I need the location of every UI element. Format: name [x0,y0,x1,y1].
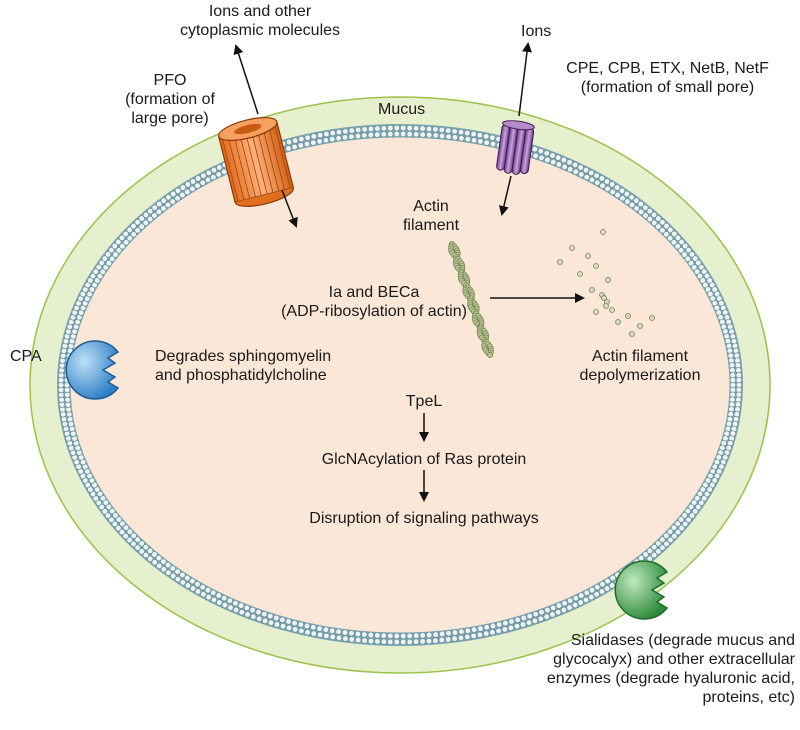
cpa-enzyme-icon [65,340,120,400]
actin-filament [448,241,494,358]
arrow-smallpore-out [518,42,532,117]
pfo-large-pore [217,117,295,207]
actin-monomers [557,229,655,337]
mucus-label: Mucus [378,101,426,118]
arrow-pfo-in [281,189,298,228]
small-pore [496,120,535,175]
ions-label: Ions [521,23,552,40]
sialidase-enzyme-icon [614,560,669,620]
ia-beca-label: Ia and BECa(ADP-ribosylation of actin) [281,284,467,320]
tpel-label: TpeL [405,393,443,410]
arrow-smallpore-in [498,175,512,216]
cpa-label: CPA [10,348,42,365]
arrow-pfo-out [233,44,259,115]
small-pore-toxins-label: CPE, CPB, ETX, NetB, NetF(formation of s… [566,60,769,96]
disruption-label: Disruption of signaling pathways [309,510,539,527]
glcnacylation-label: GlcNAcylation of Ras protein [321,451,527,468]
